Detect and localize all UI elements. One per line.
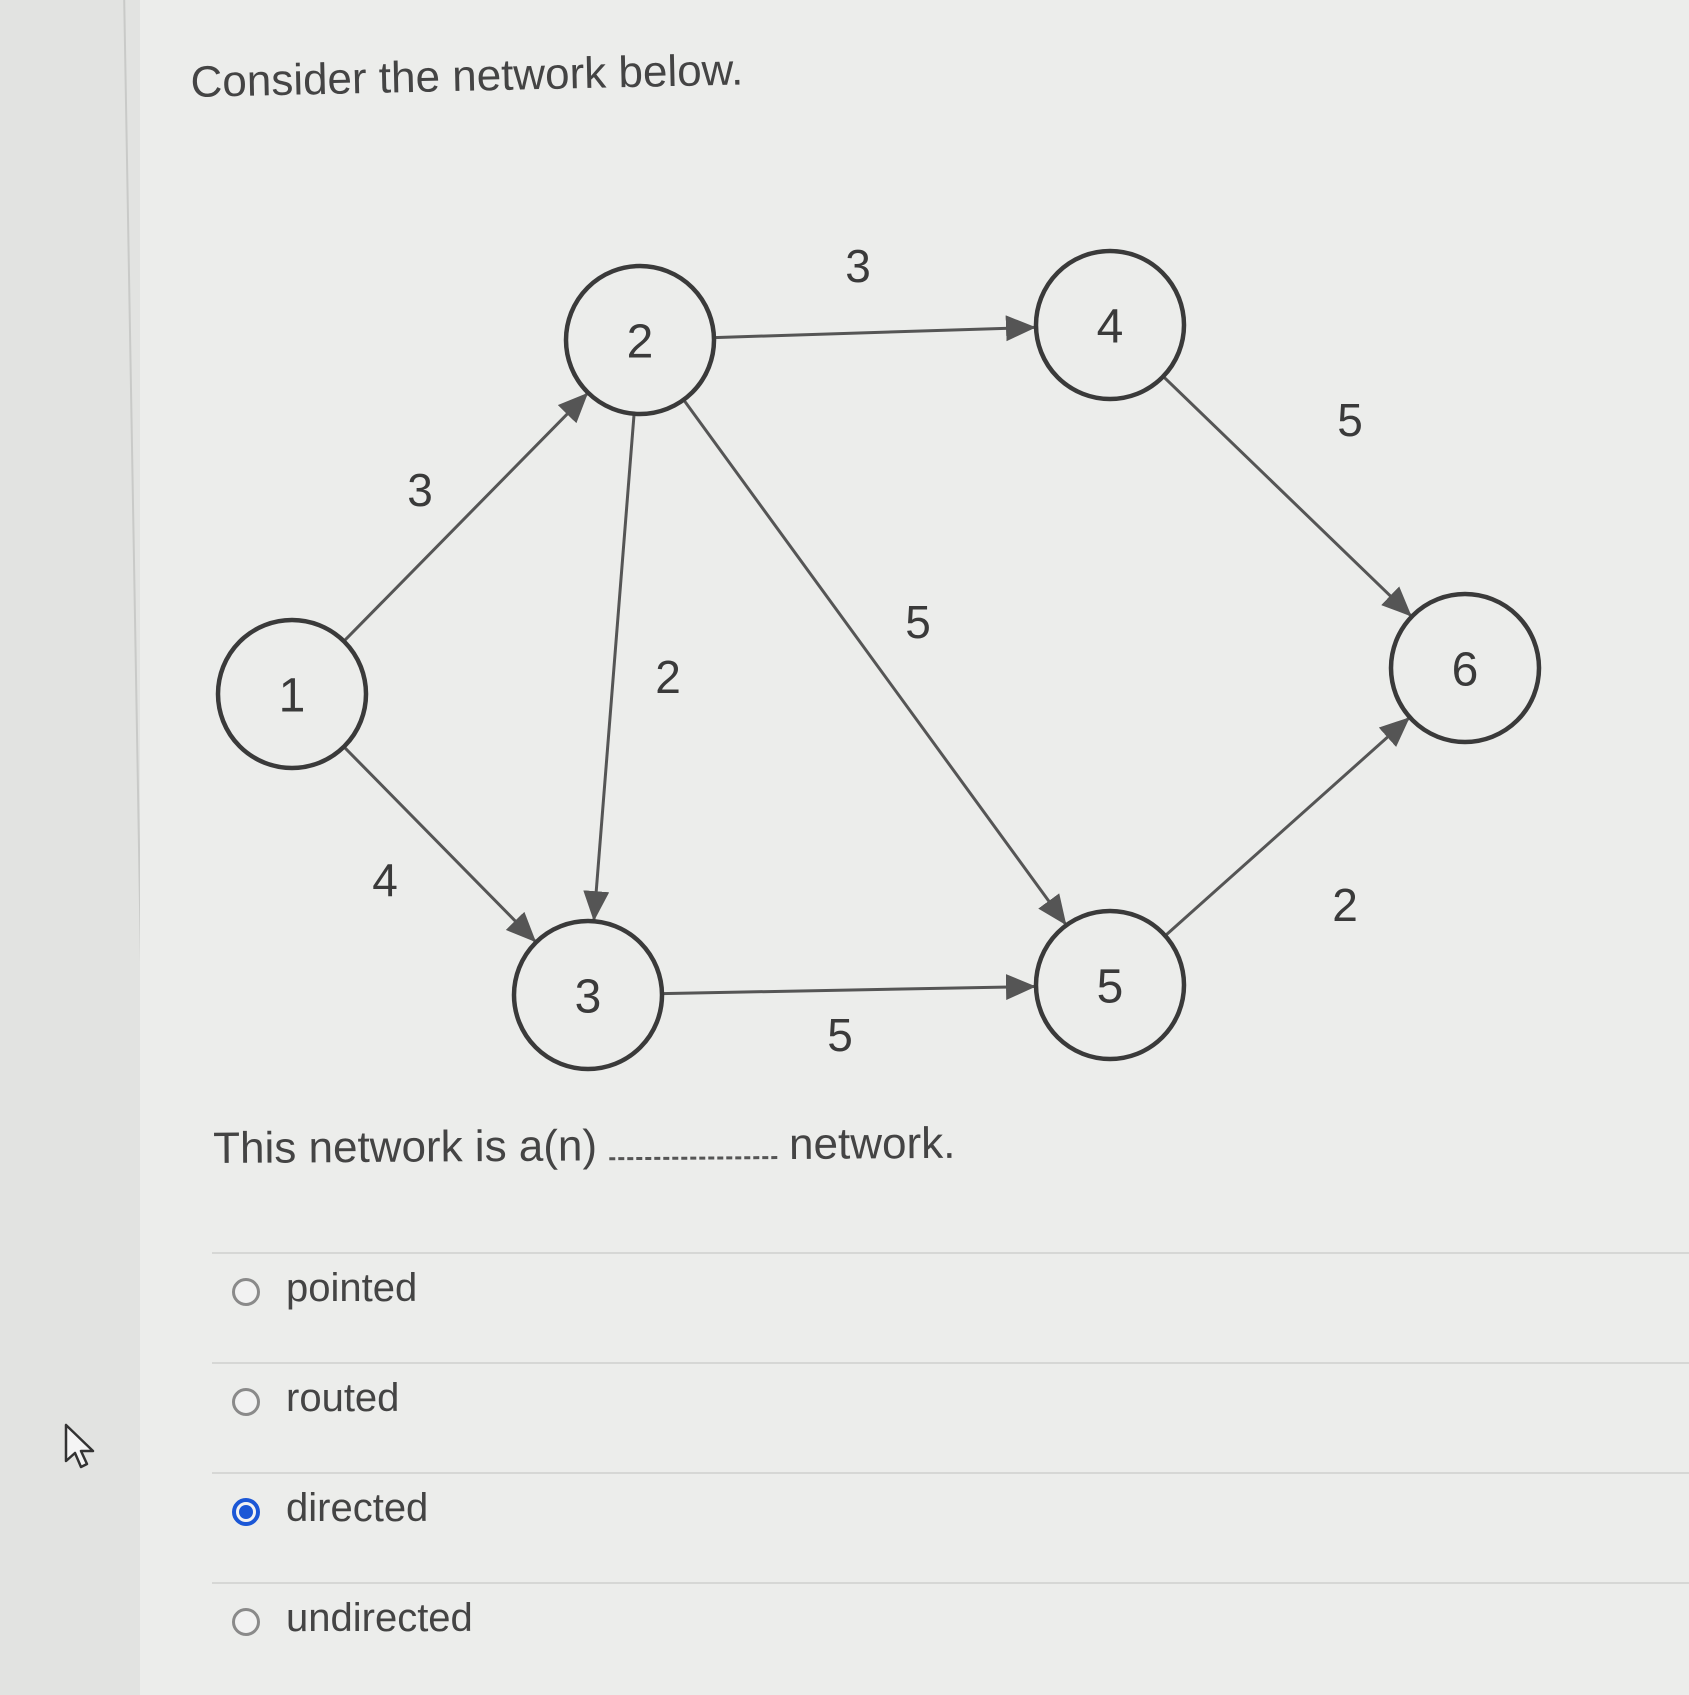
- node-4: 4: [1033, 248, 1187, 402]
- edge-weight-label: 4: [372, 854, 398, 906]
- edge-1-to-3: [342, 745, 537, 943]
- option-label: routed: [286, 1376, 400, 1420]
- edge-weight-label: 3: [407, 464, 433, 516]
- edges-layer: [342, 315, 1412, 1001]
- node-label: 5: [1097, 961, 1124, 1014]
- radio-button[interactable]: [232, 1278, 260, 1306]
- edge-2-to-5: [682, 398, 1067, 926]
- nodes-layer: 1 2 3 4 5 6: [215, 248, 1542, 1072]
- node-circle: [215, 617, 369, 771]
- node-label: 3: [575, 971, 602, 1024]
- option-routed[interactable]: routed: [212, 1362, 1689, 1472]
- node-circle: [1033, 908, 1187, 1062]
- edge-labels-layer: 3 4 2 3 5 5 5 2: [372, 240, 1363, 1061]
- node-label: 4: [1097, 301, 1124, 354]
- option-directed[interactable]: directed: [212, 1472, 1689, 1582]
- node-3: 3: [511, 918, 665, 1072]
- node-circle: [511, 918, 665, 1072]
- radio-button[interactable]: [232, 1608, 260, 1636]
- option-label: pointed: [286, 1266, 418, 1310]
- prompt-after-text: network.: [788, 1118, 956, 1169]
- prompt-before-text: This network is a(n): [213, 1121, 598, 1173]
- node-circle: [563, 263, 717, 417]
- question-prompt: This network is a(n) network.: [213, 1115, 956, 1174]
- answer-options: pointed routed directed undirected: [212, 1252, 1689, 1692]
- node-6: 6: [1388, 591, 1542, 745]
- question-panel: [140, 0, 1689, 1695]
- node-2: 2: [563, 263, 717, 417]
- edge-weight-label: 2: [655, 651, 681, 703]
- network-diagram: 3 4 2 3 5 5 5 2 1 2 3 4 5 6: [215, 240, 1542, 1072]
- radio-button[interactable]: [232, 1498, 260, 1526]
- edge-weight-label: 5: [1337, 394, 1363, 446]
- node-label: 2: [627, 316, 654, 369]
- radio-button[interactable]: [232, 1388, 260, 1416]
- edge-weight-label: 2: [1332, 879, 1358, 931]
- node-circle: [1033, 248, 1187, 402]
- answer-blank: [608, 1116, 778, 1161]
- edge-3-to-5: [661, 974, 1036, 1001]
- edge-weight-label: 3: [845, 240, 871, 292]
- edge-5-to-6: [1164, 717, 1410, 937]
- node-circle: [1388, 591, 1542, 745]
- edge-2-to-4: [713, 315, 1036, 342]
- node-1: 1: [215, 617, 369, 771]
- option-label: undirected: [286, 1596, 473, 1640]
- option-pointed[interactable]: pointed: [212, 1252, 1689, 1362]
- edge-weight-label: 5: [827, 1009, 853, 1061]
- option-undirected[interactable]: undirected: [212, 1582, 1689, 1692]
- node-label: 6: [1452, 644, 1479, 697]
- edge-4-to-6: [1162, 375, 1412, 617]
- option-label: directed: [286, 1486, 429, 1530]
- edge-1-to-2: [342, 392, 589, 643]
- edge-2-to-3: [583, 413, 636, 922]
- node-label: 1: [279, 670, 306, 723]
- left-gutter: [0, 0, 140, 1695]
- node-5: 5: [1033, 908, 1187, 1062]
- edge-weight-label: 5: [905, 596, 931, 648]
- mouse-pointer-icon: [64, 1423, 95, 1469]
